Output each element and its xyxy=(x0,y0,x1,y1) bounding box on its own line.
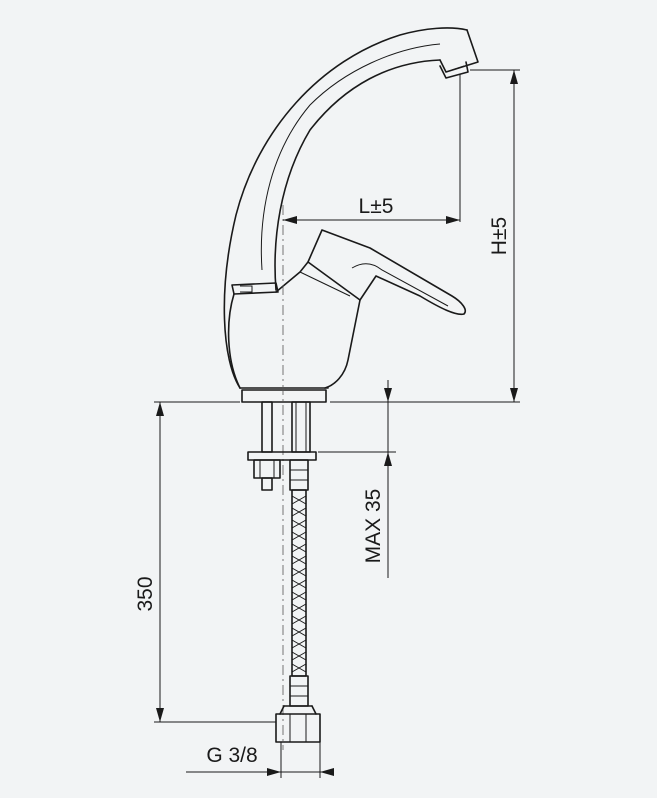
dimension-hose-length: 350 xyxy=(134,401,276,723)
thread-label: G 3/8 xyxy=(206,744,257,767)
spout-highlight xyxy=(260,43,441,271)
mounting-hardware xyxy=(247,401,317,491)
lever-handle xyxy=(307,229,467,316)
cartridge-body xyxy=(275,261,361,389)
union-nut xyxy=(275,713,321,743)
length-label: L±5 xyxy=(359,195,394,218)
dimension-height: H±5 xyxy=(330,69,520,403)
body-lower xyxy=(227,293,241,389)
spout-collar xyxy=(231,282,279,295)
aerator xyxy=(439,61,469,79)
flexible-hose xyxy=(275,459,321,743)
threaded-stud xyxy=(261,401,273,453)
spout-tip xyxy=(439,29,479,73)
height-label: H±5 xyxy=(488,217,511,255)
stud-end xyxy=(261,477,273,491)
hose-braid xyxy=(291,489,307,677)
spout-inner-edge xyxy=(274,59,441,291)
base-plate xyxy=(241,389,327,403)
dimension-thread: G 3/8 xyxy=(186,742,334,778)
washer-plate xyxy=(247,451,317,461)
dimension-max-thickness: MAX 35 xyxy=(318,380,396,578)
hose-top-fitting xyxy=(289,459,309,491)
max-thickness-label: MAX 35 xyxy=(362,489,385,564)
hose-length-label: 350 xyxy=(134,576,157,611)
faucet-outline xyxy=(223,27,479,403)
mounting-shank xyxy=(291,401,311,453)
lever-handle-detail xyxy=(351,263,449,307)
spout-outer-edge xyxy=(223,27,468,389)
nut xyxy=(253,459,281,479)
hose-bottom-crimp xyxy=(289,675,309,707)
braid-pattern xyxy=(291,495,307,673)
dimension-length: L±5 xyxy=(283,74,461,224)
